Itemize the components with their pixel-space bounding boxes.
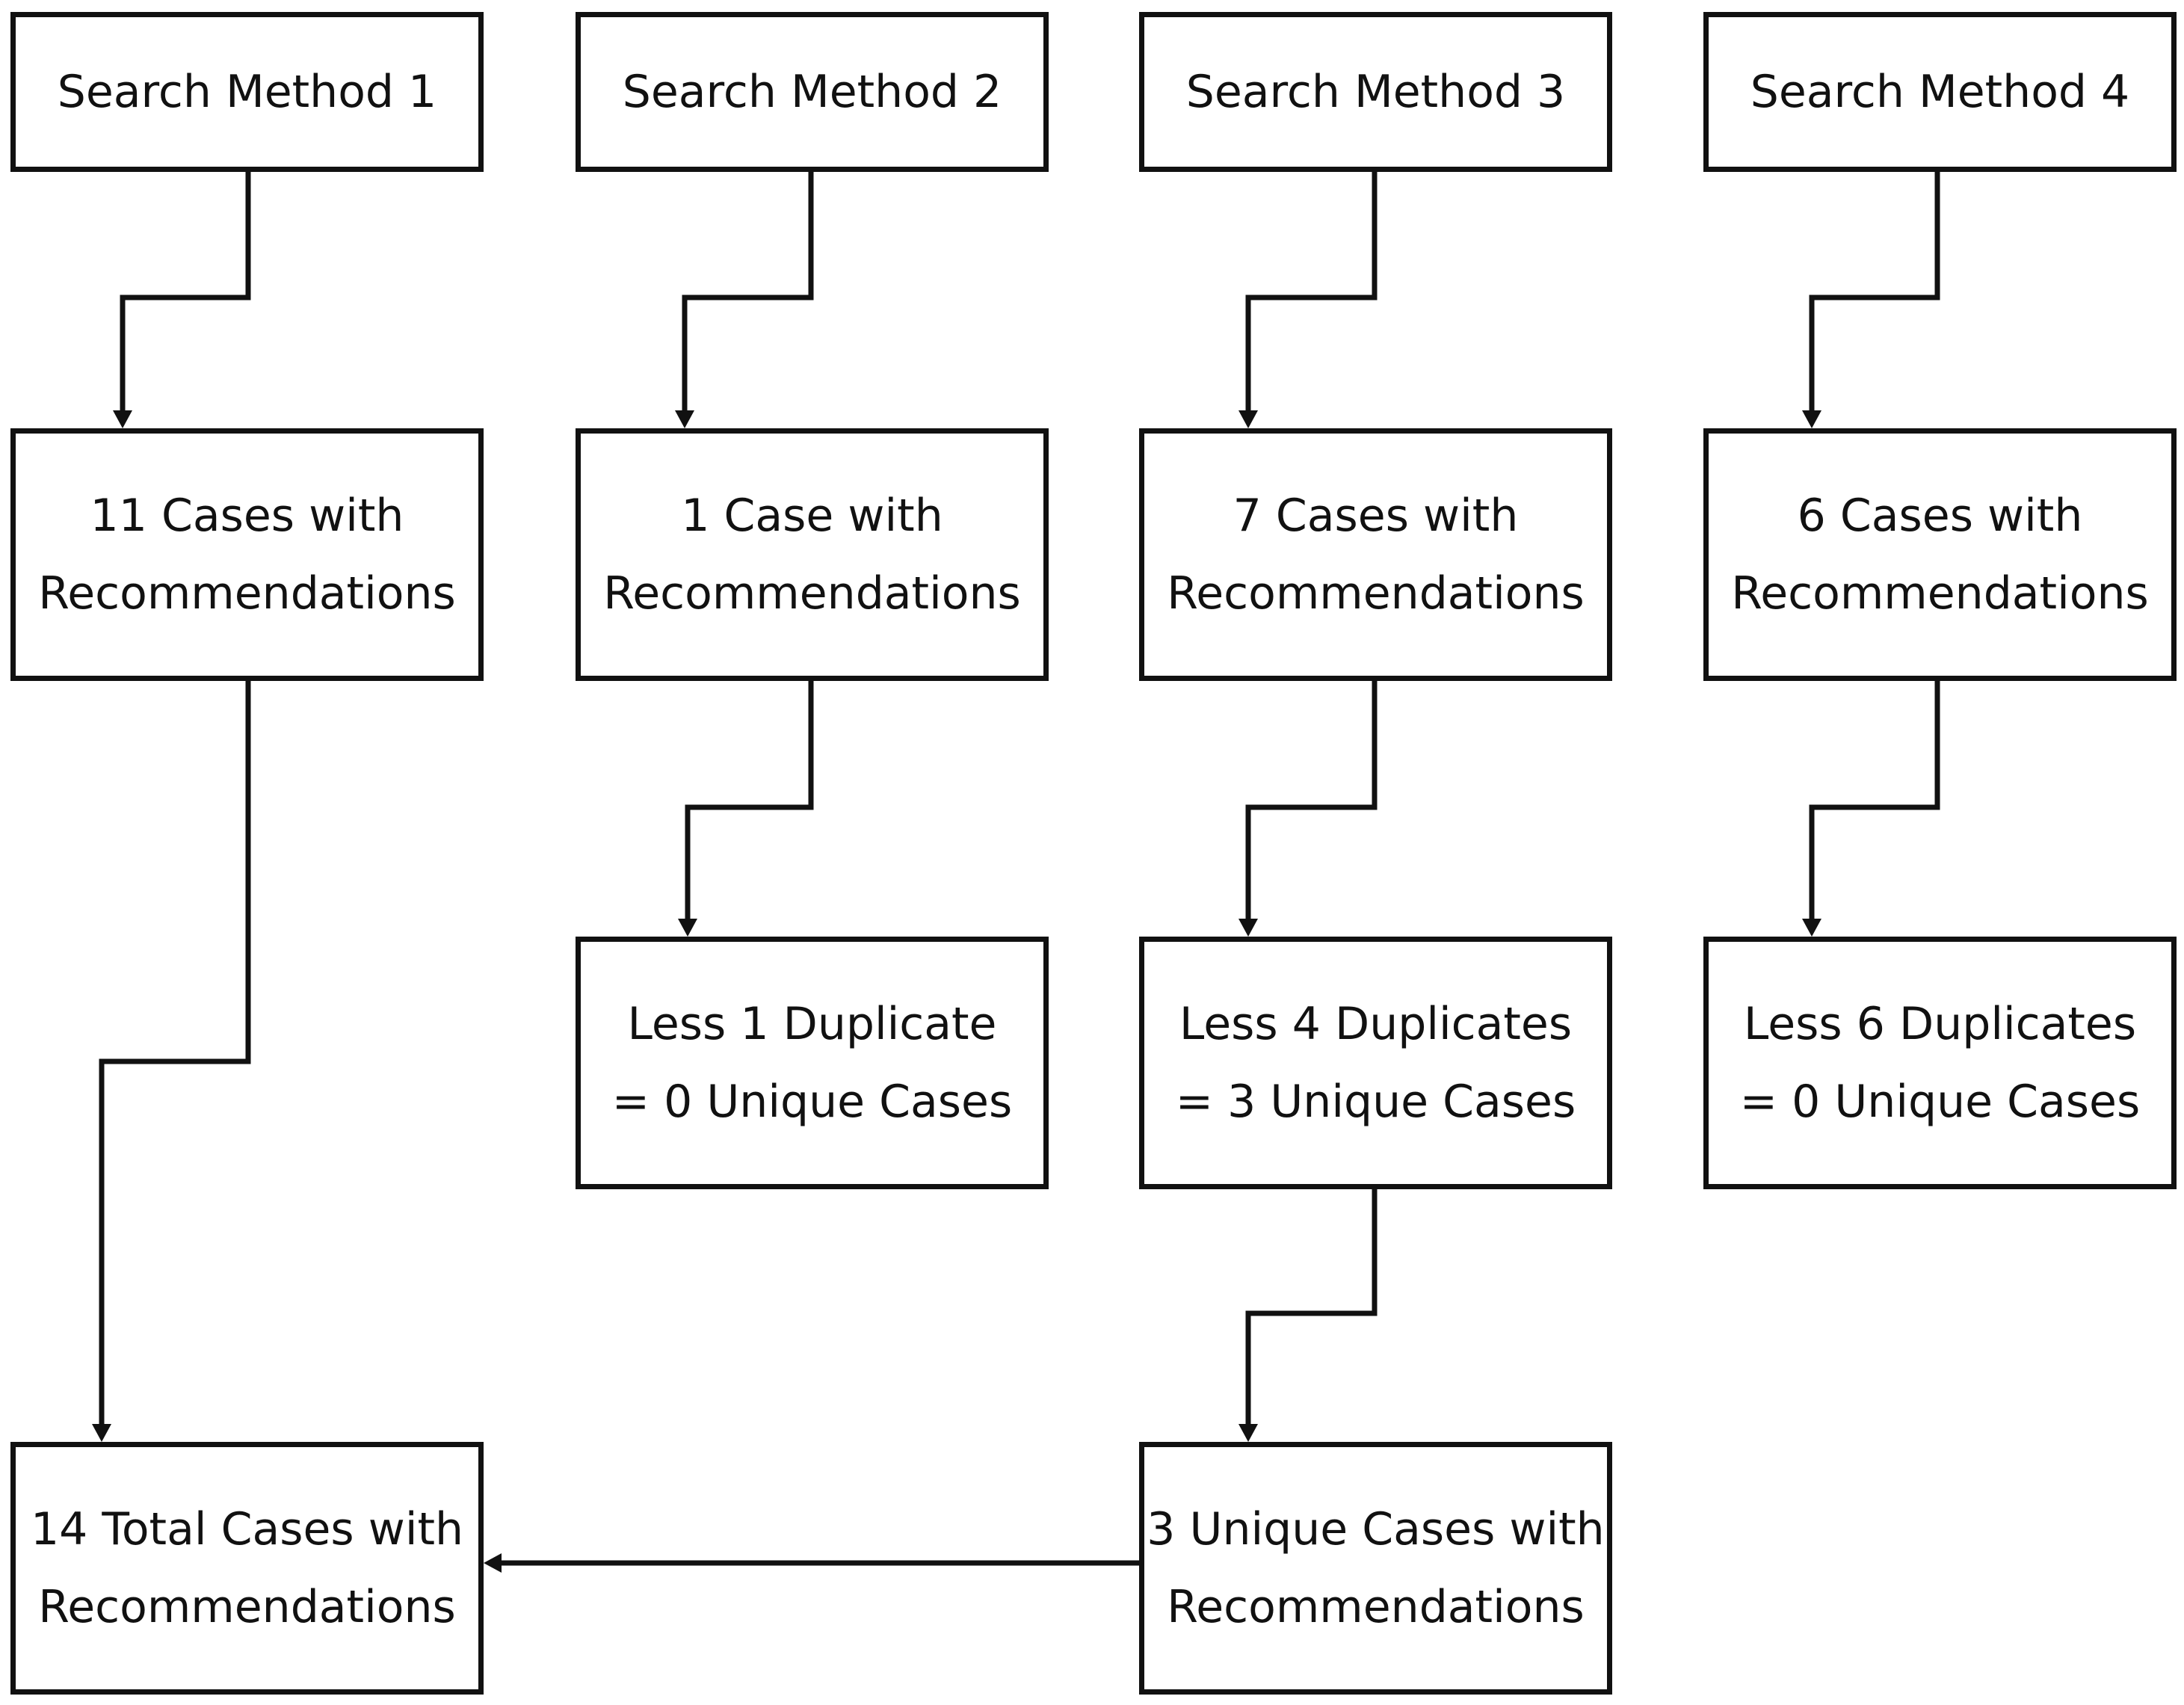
arrowhead-method4-to-cases4	[1802, 410, 1821, 428]
connector-cases4-to-dup4	[1809, 681, 1940, 927]
cases-2-line1: 1 Case with	[681, 490, 943, 542]
duplicates-2-box: Less 1 Duplicate = 0 Unique Cases	[576, 937, 1049, 1189]
cases-3-line1: 7 Cases with	[1233, 490, 1519, 542]
arrowhead-method2-to-cases2	[675, 410, 694, 428]
cases-2-box: 1 Case with Recommendations	[576, 428, 1049, 681]
search-method-4-box: Search Method 4	[1703, 12, 2177, 172]
unique-cases-line2: Recommendations	[1167, 1581, 1585, 1633]
duplicates-3-line1: Less 4 Duplicates	[1179, 998, 1573, 1050]
search-method-1-label: Search Method 1	[57, 66, 437, 118]
arrowhead-method3-to-cases3	[1238, 410, 1258, 428]
duplicates-4-box: Less 6 Duplicates = 0 Unique Cases	[1703, 937, 2177, 1189]
cases-3-box: 7 Cases with Recommendations	[1139, 428, 1612, 681]
cases-1-box: 11 Cases with Recommendations	[10, 428, 484, 681]
total-cases-line2: Recommendations	[38, 1581, 456, 1633]
connector-cases3-to-dup3	[1245, 681, 1378, 927]
duplicates-2-line2: = 0 Unique Cases	[611, 1076, 1013, 1128]
search-method-1-box: Search Method 1	[10, 12, 484, 172]
cases-4-box: 6 Cases with Recommendations	[1703, 428, 2177, 681]
connector-method2-to-cases2	[682, 172, 814, 419]
cases-2-line2: Recommendations	[603, 567, 1021, 620]
cases-3-line2: Recommendations	[1167, 567, 1585, 620]
search-method-3-box: Search Method 3	[1139, 12, 1612, 172]
arrowhead-cases3-to-dup3	[1238, 919, 1258, 937]
connector-method4-to-cases4	[1809, 172, 1940, 419]
search-method-2-label: Search Method 2	[622, 66, 1002, 118]
connector-cases1-to-total	[99, 681, 251, 1432]
search-method-3-label: Search Method 3	[1185, 66, 1566, 118]
arrowhead-method1-to-cases1	[113, 410, 132, 428]
connector-dup3-to-unique3	[1245, 1189, 1378, 1432]
cases-1-line2: Recommendations	[38, 567, 456, 620]
arrowhead-unique3-to-total	[484, 1553, 502, 1573]
cases-4-line1: 6 Cases with	[1797, 490, 2083, 542]
unique-cases-box: 3 Unique Cases with Recommendations	[1139, 1442, 1612, 1695]
arrowhead-cases1-to-total	[92, 1424, 111, 1442]
connector-method1-to-cases1	[120, 172, 251, 419]
duplicates-4-line2: = 0 Unique Cases	[1739, 1076, 2141, 1128]
arrowhead-cases4-to-dup4	[1802, 919, 1821, 937]
unique-cases-line1: 3 Unique Cases with	[1147, 1503, 1605, 1556]
duplicates-3-line2: = 3 Unique Cases	[1175, 1076, 1576, 1128]
connector-method3-to-cases3	[1245, 172, 1378, 419]
cases-1-line1: 11 Cases with	[90, 490, 404, 542]
duplicates-2-line1: Less 1 Duplicate	[627, 998, 997, 1050]
arrowhead-cases2-to-dup2	[678, 919, 697, 937]
arrowhead-dup3-to-unique3	[1238, 1424, 1258, 1442]
search-method-2-box: Search Method 2	[576, 12, 1049, 172]
total-cases-box: 14 Total Cases with Recommendations	[10, 1442, 484, 1695]
cases-4-line2: Recommendations	[1731, 567, 2149, 620]
duplicates-3-box: Less 4 Duplicates = 3 Unique Cases	[1139, 937, 1612, 1189]
search-method-4-label: Search Method 4	[1750, 66, 2130, 118]
connector-cases2-to-dup2	[685, 681, 814, 927]
total-cases-line1: 14 Total Cases with	[30, 1503, 464, 1556]
duplicates-4-line1: Less 6 Duplicates	[1743, 998, 2137, 1050]
